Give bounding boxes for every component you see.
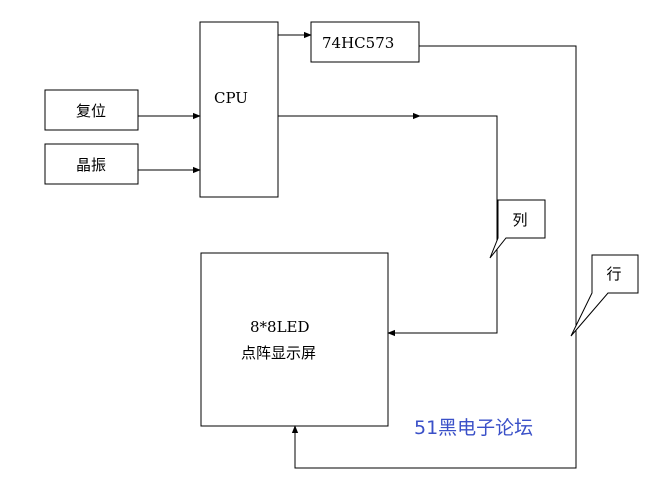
reset-label: 复位 <box>76 102 106 120</box>
row-callout-label: 行 <box>606 265 621 283</box>
row-line-to-matrix <box>291 45 577 469</box>
led-matrix-label-line2: 点阵显示屏 <box>241 344 316 362</box>
led-matrix-node: 8*8LED 点阵显示屏 <box>200 252 389 427</box>
column-callout-label: 列 <box>512 211 527 229</box>
crystal-node: 晶振 <box>44 143 139 185</box>
latch-node: 74HC573 <box>310 21 420 63</box>
led-matrix-label-line1: 8*8LED <box>250 318 310 336</box>
column-line-to-matrix <box>387 115 498 337</box>
reset-node: 复位 <box>44 89 139 131</box>
crystal-label: 晶振 <box>76 156 106 174</box>
column-callout: 列 <box>489 199 546 259</box>
watermark-text: 51黑电子论坛 <box>414 417 533 439</box>
connectors <box>138 31 577 469</box>
latch-label: 74HC573 <box>322 34 394 52</box>
cpu-node: CPU <box>199 21 279 198</box>
row-callout: 行 <box>570 254 639 337</box>
cpu-label: CPU <box>214 89 248 107</box>
